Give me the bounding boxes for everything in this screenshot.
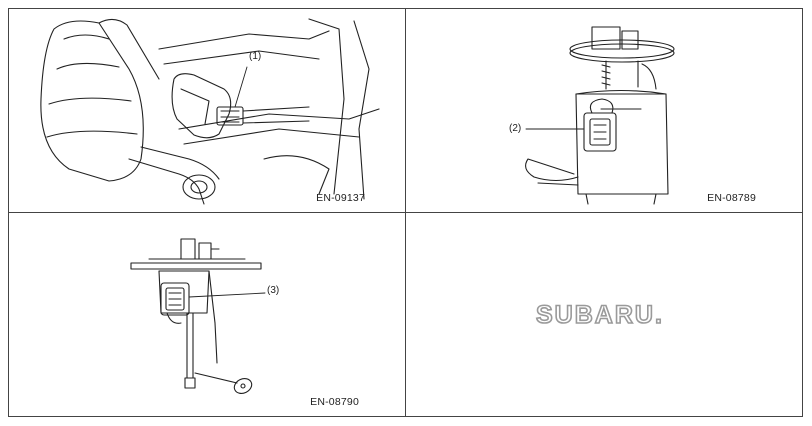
figure-cell-2: (2) EN-08789 <box>406 9 802 213</box>
figure-code-3: EN-08790 <box>310 396 359 408</box>
figure-code-1: EN-09137 <box>316 192 365 204</box>
fuel-sender-illustration <box>130 238 266 394</box>
figure-code-2: EN-08789 <box>707 192 756 204</box>
callout-2-label: (2) <box>509 123 522 134</box>
figure-grid: (1) EN-09137 <box>8 8 803 417</box>
figure-cell-3: (3) EN-08790 <box>9 213 406 416</box>
callout-1-label: (1) <box>249 51 262 62</box>
figure-cell-1: (1) EN-09137 <box>9 9 406 213</box>
figure-cell-4: SUBARU. <box>406 213 802 416</box>
callout-3-label: (3) <box>267 285 280 296</box>
undercarriage-illustration <box>40 18 380 205</box>
subaru-logo: SUBARU. <box>535 300 664 330</box>
fuel-pump-illustration <box>525 26 675 205</box>
